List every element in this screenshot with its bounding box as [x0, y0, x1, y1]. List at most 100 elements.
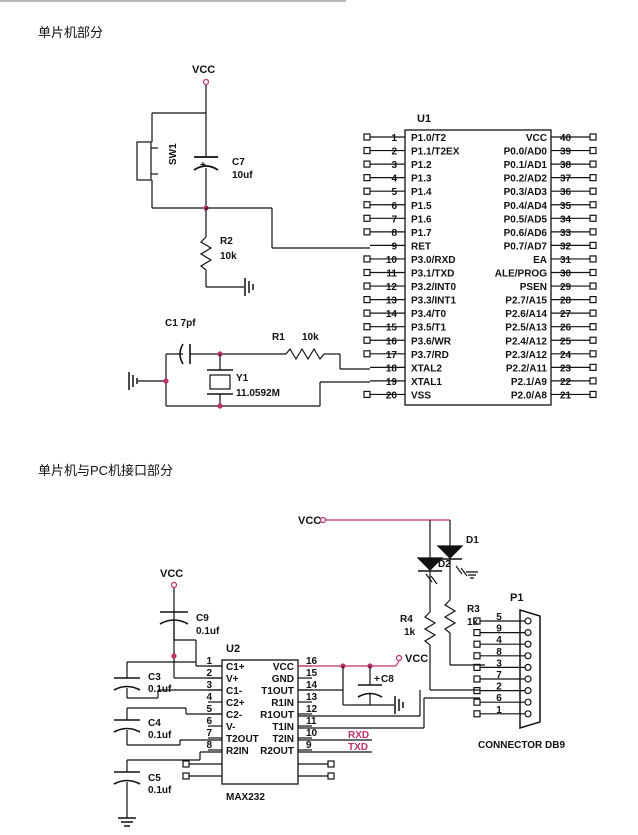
- db9-pin-stub: [473, 710, 481, 718]
- c7-name: C7: [232, 157, 245, 168]
- y1-value: 11.0592M: [236, 388, 280, 399]
- u1-pin-stub: [363, 296, 371, 304]
- u2-pin-number: 16: [306, 656, 318, 667]
- u2-pin-number: 15: [306, 668, 318, 679]
- r1-value: 10k: [302, 332, 319, 343]
- u2-pin-name: T2IN: [272, 734, 294, 745]
- u1-pin-name: P1.0/T2: [411, 133, 446, 144]
- u1-pin-name: P1.5: [411, 201, 432, 212]
- u1-pin-number: 1: [391, 133, 397, 144]
- u1-pin-number: 36: [560, 187, 572, 198]
- u1-pin-name: XTAL1: [411, 377, 442, 388]
- u2-body: [221, 659, 299, 785]
- u1-pin-name: ALE/PROG: [495, 269, 547, 280]
- u2-pin-number: 14: [306, 680, 318, 691]
- u2-pin-name: C1-: [226, 686, 242, 697]
- r3-value: 1k: [467, 617, 479, 628]
- u1-pin-stub: [589, 146, 597, 155]
- u1-pin-number: 30: [560, 269, 572, 280]
- u1-pin-name: P1.6: [411, 214, 432, 225]
- r4-name: R4: [400, 614, 413, 625]
- u1-pin-name: P0.7/AD7: [504, 241, 548, 252]
- r2-ground-icon: [244, 278, 254, 296]
- db9-pin-number: 1: [496, 705, 502, 716]
- u1-pin-stub: [589, 201, 597, 209]
- mcu-vcc-node: [202, 78, 210, 86]
- u1-pin-stub: [589, 228, 597, 236]
- u1-pin-name: P3.1/TXD: [411, 269, 454, 280]
- u1-pin-stub: [589, 296, 597, 304]
- u1-pin-stub: [363, 309, 371, 317]
- u1-pin-number: 5: [391, 187, 397, 198]
- u1-pin-number: 15: [386, 323, 398, 334]
- u2-pin-number: 6: [206, 716, 212, 727]
- txd-label: TXD: [348, 742, 368, 753]
- u1-pin-name: P0.2/AD2: [504, 174, 548, 185]
- u2-pin-number: 8: [206, 740, 212, 751]
- u1-pin-stub: [589, 214, 597, 222]
- u1-pin-number: 4: [391, 174, 397, 185]
- d2-label: D2: [438, 559, 451, 570]
- u1-pin-name: P2.2/A11: [506, 363, 548, 374]
- u2-pin-name: C2+: [226, 698, 245, 709]
- r2-name: R2: [220, 236, 233, 247]
- u1-pin-number: 35: [560, 201, 572, 212]
- u1-pin-name: P3.4/T0: [411, 309, 446, 320]
- mcu-vcc-label: VCC: [192, 64, 215, 76]
- u2-pin-number: 5: [206, 704, 212, 715]
- vcc-pin16-label: VCC: [405, 653, 428, 665]
- c3-name: C3: [148, 672, 161, 683]
- db9-pin-stub: [473, 617, 481, 625]
- db9-pin-number: 9: [496, 624, 502, 635]
- db9-pin-number: 3: [496, 658, 502, 669]
- u1-pin-stub: [589, 336, 597, 344]
- u2-pin-number: 10: [306, 728, 318, 739]
- u2-pin-name: T2OUT: [226, 734, 259, 745]
- u1-pin-name: P0.1/AD1: [504, 160, 548, 171]
- y1-name: Y1: [236, 373, 249, 384]
- db9-pin-dot: [524, 628, 532, 637]
- u2-pin-name: C2-: [226, 710, 242, 721]
- db9-pin-dot: [524, 686, 532, 695]
- u1-pin-number: 32: [560, 241, 572, 252]
- u2-pin-number: 7: [206, 728, 212, 739]
- u1-pin-stub: [589, 187, 597, 195]
- u1-pin-number: 20: [386, 390, 398, 401]
- c5-name: C5: [148, 773, 161, 784]
- u1-pin-stub: [363, 336, 371, 344]
- u1-pin-stub: [363, 228, 371, 236]
- u1-label: U1: [417, 113, 431, 125]
- u1-pin-stub: [589, 309, 597, 317]
- r4-resistor: [423, 611, 437, 646]
- u1-pin-number: 33: [560, 228, 572, 239]
- u2-pin-name: R2IN: [226, 746, 249, 757]
- u1-pin-stub: [363, 214, 371, 222]
- u1-pin-name: P3.0/RXD: [411, 255, 455, 266]
- u1-pin-name: P3.7/RD: [411, 350, 449, 361]
- db9-pin-dot: [524, 640, 532, 648]
- u1-pin-stub: [363, 146, 371, 155]
- u1-pin-number: 13: [386, 296, 398, 307]
- sw1-switch: [136, 141, 152, 181]
- db9-pin-dot: [524, 617, 532, 625]
- db9-pin-number: 2: [496, 682, 502, 693]
- u2-pins: 1C1+2V+3C1-4C2+5C2-6V-7T2OUT8R2IN16VCC15…: [206, 656, 317, 757]
- c5-value: 0.1uf: [148, 785, 172, 796]
- db9-pin-stub: [473, 663, 481, 672]
- u1-pin-name: P1.7: [411, 228, 432, 239]
- db9-pin-stub: [473, 686, 481, 695]
- u1-pin-name: P0.0/AD0: [504, 147, 548, 158]
- u2-pin-name: GND: [272, 674, 294, 685]
- u1-pin-stub: [363, 201, 371, 209]
- u2-pin-name: T1OUT: [261, 686, 294, 697]
- c1-ground-icon: [128, 372, 138, 390]
- c7-value: 10uf: [232, 170, 253, 181]
- rxd-label: RXD: [348, 730, 369, 741]
- u1-pin-number: 38: [560, 160, 572, 171]
- u1-pin-stub: [363, 390, 371, 399]
- u1-pin-stub: [589, 174, 597, 182]
- db9-pin-number: 4: [496, 635, 502, 646]
